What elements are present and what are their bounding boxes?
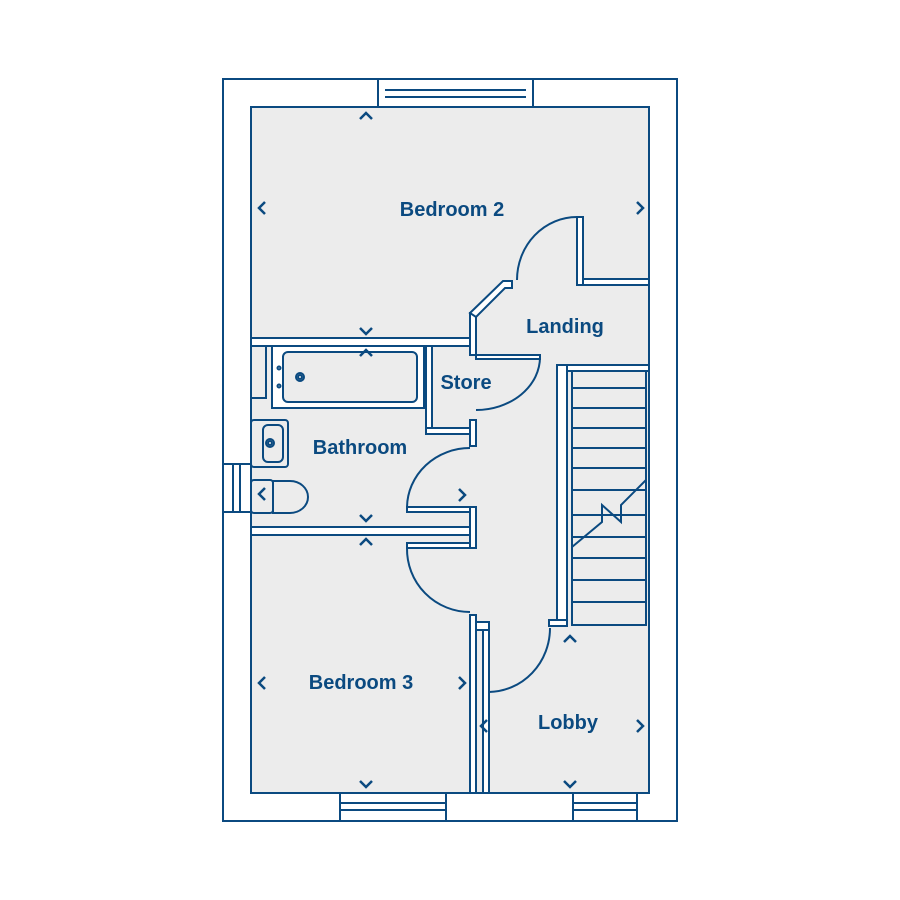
room-label-store: Store [440,372,491,394]
window-bathroom [222,463,252,513]
door-bedroom2[interactable] [516,216,578,281]
stair-break-line [571,479,647,548]
door-lobby[interactable] [488,627,551,693]
room-label-lobby: Lobby [538,712,599,734]
window-lobby [572,792,638,822]
window-top [377,78,534,108]
door-bathroom[interactable] [406,447,471,508]
room-label-landing: Landing [526,316,604,338]
room-label-bedroom-2: Bedroom 2 [400,199,504,221]
room-label-bedroom-3: Bedroom 3 [309,672,413,694]
dimension-markers [257,111,645,789]
toilet [250,479,309,514]
staircase [571,370,647,626]
bathtub [250,345,425,409]
door-bedroom3[interactable] [405,547,471,613]
room-label-bathroom: Bathroom [313,437,407,459]
washbasin [250,419,289,468]
door-store[interactable] [475,354,541,411]
interior-walls [250,216,650,794]
window-bedroom3 [339,792,447,822]
